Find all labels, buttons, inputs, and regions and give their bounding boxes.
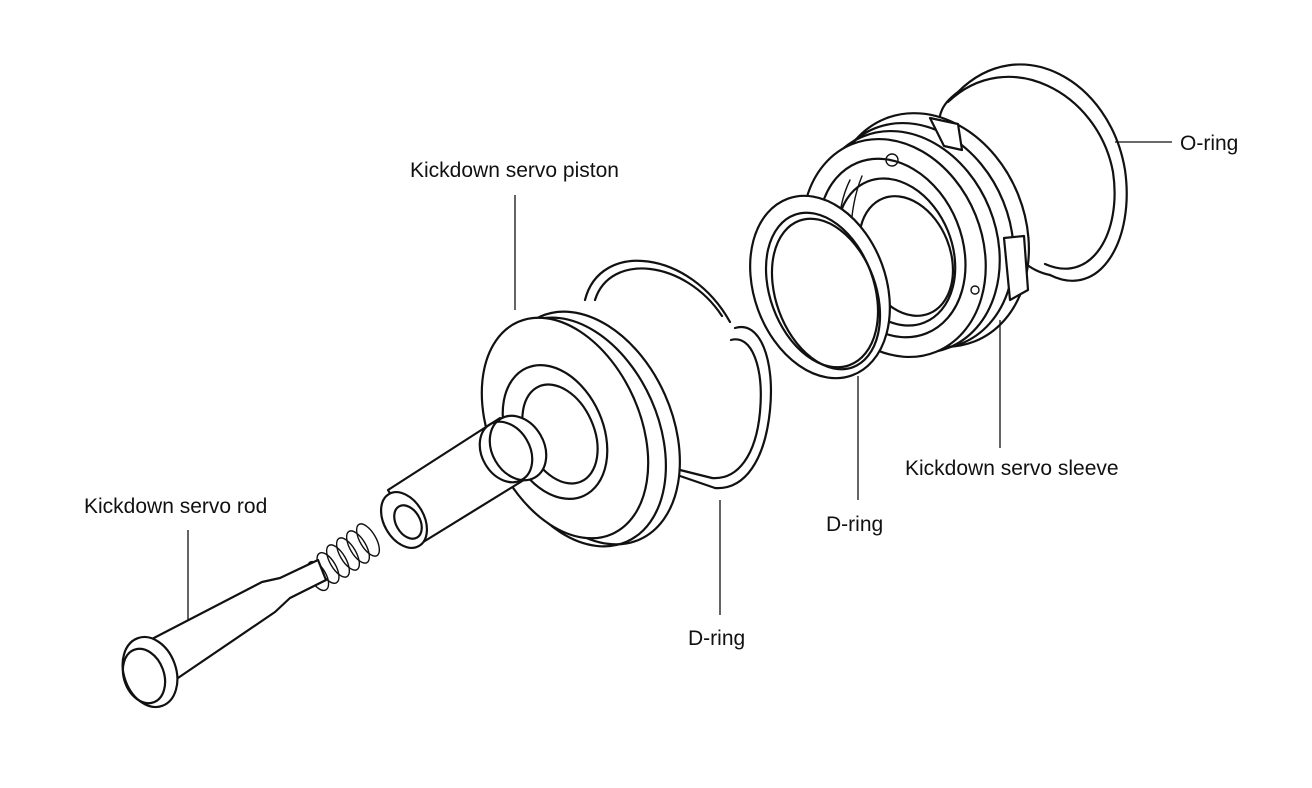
- servo-piston-part: [379, 310, 681, 549]
- label-d-ring-piston: D-ring: [688, 627, 746, 650]
- label-kickdown-servo-piston: Kickdown servo piston: [410, 159, 619, 182]
- servo-rod-part: [121, 523, 381, 709]
- label-o-ring: O-ring: [1180, 132, 1239, 155]
- label-d-ring-sleeve: D-ring: [826, 513, 884, 536]
- d-ring-piston-part: [583, 259, 772, 490]
- label-kickdown-servo-rod: Kickdown servo rod: [84, 495, 268, 518]
- leader-lines: [187, 141, 1172, 620]
- label-kickdown-servo-sleeve: Kickdown servo sleeve: [905, 457, 1119, 480]
- d-ring-sleeve-part: [749, 194, 891, 380]
- o-ring-part: [937, 63, 1128, 282]
